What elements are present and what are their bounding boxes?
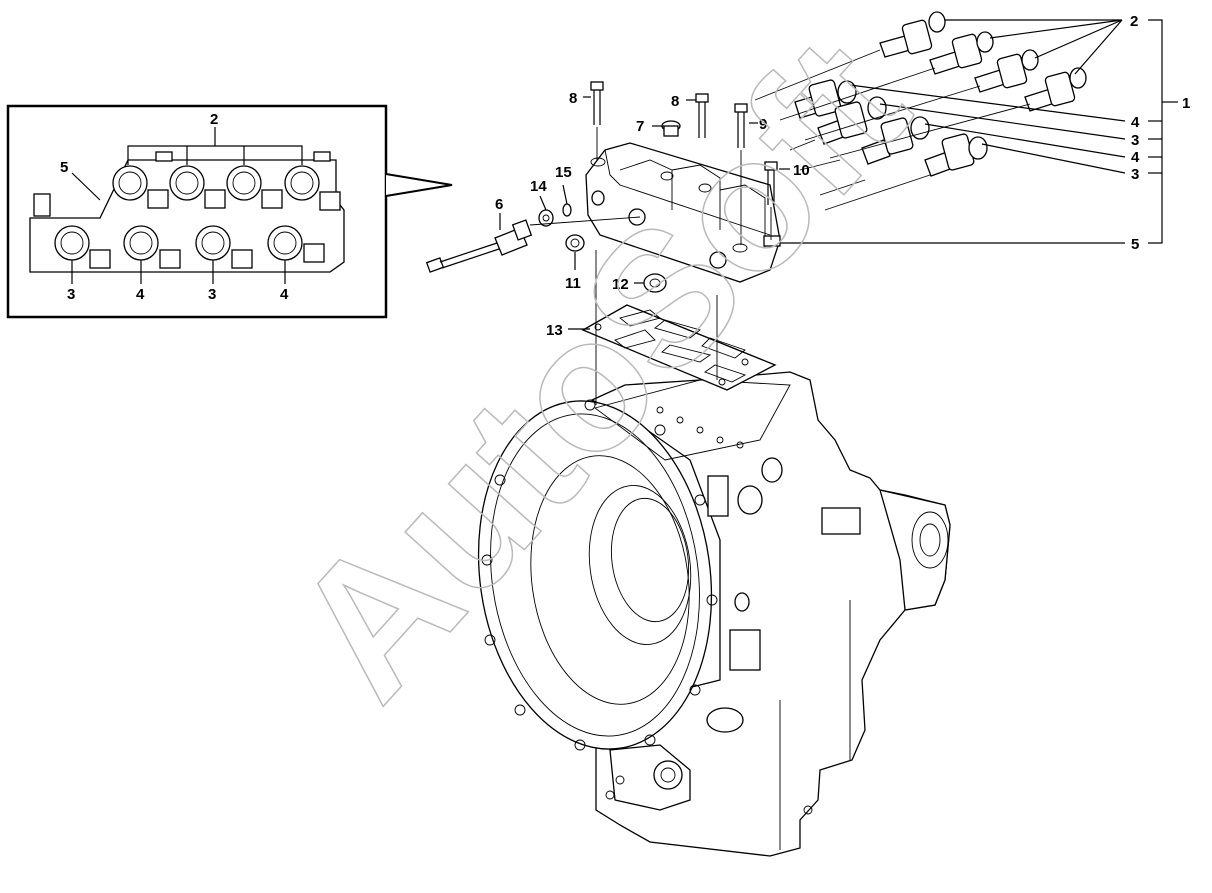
callout-11: 11 (565, 275, 581, 292)
inset-label-4b: 4 (280, 286, 289, 303)
callout-13: 13 (546, 322, 563, 339)
callout-7: 7 (636, 118, 644, 135)
solenoid-3b (924, 133, 988, 177)
solenoid-valves (794, 11, 1087, 177)
inset-label-3a: 3 (67, 286, 75, 303)
inset-upper-solenoids (112, 165, 341, 211)
callout-4a: 4 (1131, 114, 1140, 131)
inset-label-4a: 4 (136, 286, 145, 303)
callout-15: 15 (555, 164, 572, 181)
gasket-plate (581, 304, 777, 391)
callout-6: 6 (495, 196, 503, 213)
bolts-and-fittings (425, 81, 778, 293)
callout-5: 5 (1131, 236, 1139, 253)
callout-3a: 3 (1131, 132, 1139, 149)
solenoid-2c (974, 49, 1039, 93)
callout-8a: 8 (569, 90, 577, 107)
callout-14: 14 (530, 178, 547, 195)
solenoid-2d (1024, 67, 1087, 112)
inset-lower-solenoids (54, 225, 325, 269)
callout-12: 12 (612, 276, 629, 293)
solenoid-4b (861, 116, 930, 165)
callout-10: 10 (793, 162, 810, 179)
callout-8b: 8 (671, 93, 679, 110)
solenoid-2b (929, 31, 994, 75)
solenoid-3a (817, 96, 887, 145)
callout-1: 1 (1182, 95, 1190, 112)
inset-label-2: 2 (210, 111, 218, 128)
transmission-housing (477, 371, 951, 857)
solenoid-2a (879, 11, 946, 58)
leader-lines (499, 19, 1178, 405)
callout-labels: 2 1 4 3 4 3 5 8 8 7 9 10 15 14 6 11 12 1… (495, 13, 1190, 339)
valve-block (585, 142, 781, 283)
inset-detail-view: 2 5 3 4 3 4 (6, 104, 453, 319)
callout-9: 9 (759, 116, 767, 133)
callout-4b: 4 (1131, 149, 1140, 166)
inset-label-3b: 3 (208, 286, 216, 303)
callout-3b: 3 (1131, 166, 1139, 183)
inset-label-5: 5 (60, 159, 68, 176)
callout-2: 2 (1130, 13, 1138, 30)
